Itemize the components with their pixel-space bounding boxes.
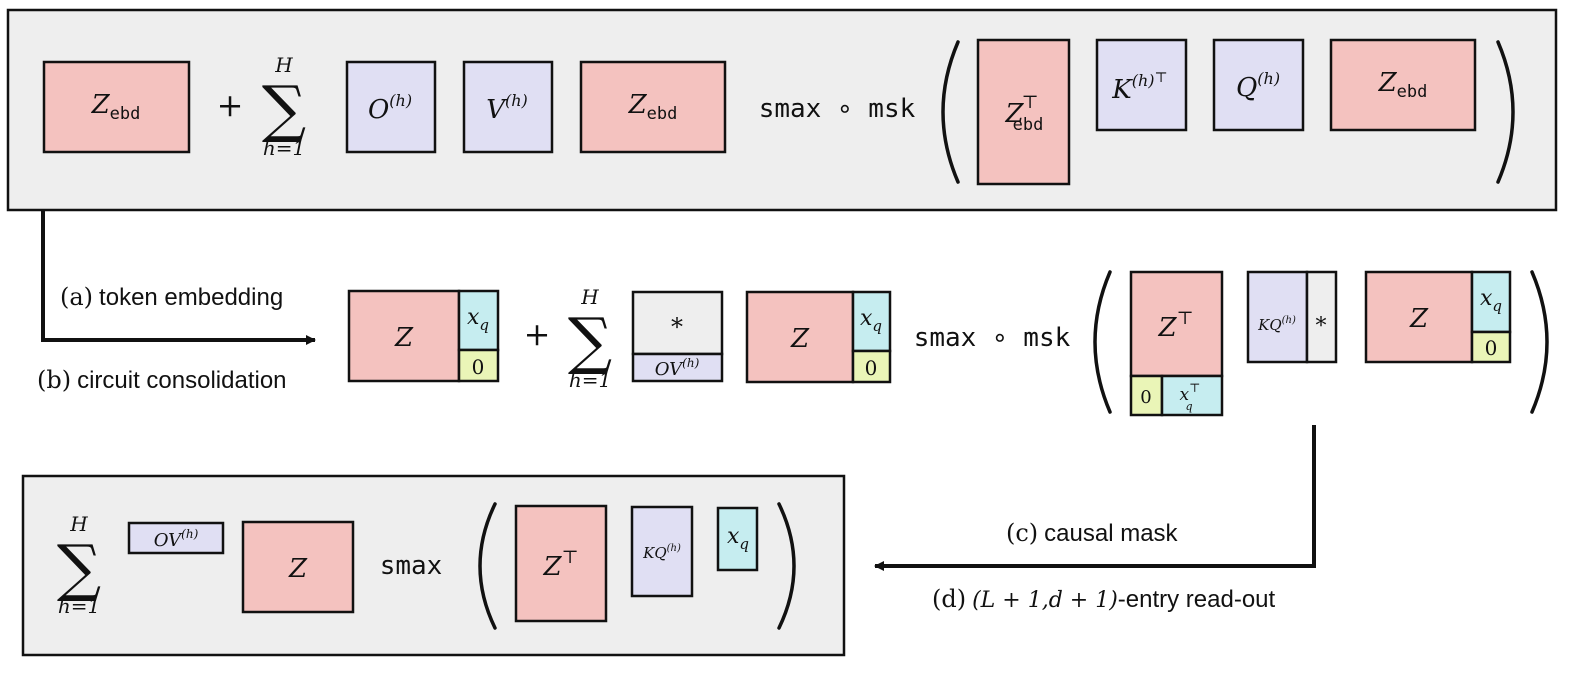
- arrow-ab: [41, 210, 316, 345]
- kq-h-block: KQ(h) *: [1246, 270, 1338, 364]
- svg-text:KQ(h): KQ(h): [1257, 315, 1296, 334]
- smax-msk-operator-top: smax ∘ msk: [759, 94, 916, 124]
- z-transpose-block: Z⊤ 0 x⊤ q: [1129, 270, 1224, 417]
- svg-text:H: H: [580, 285, 599, 309]
- ov-h-block: * OV(h): [631, 290, 724, 383]
- svg-text:xq: xq: [727, 524, 749, 553]
- svg-text:Z: Z: [288, 554, 308, 584]
- svg-text:Z: Z: [394, 323, 414, 353]
- v-h-matrix: V(h): [462, 60, 554, 154]
- middle-equation: Z xq 0 + H ∑ h=1 * OV(h) Z xq 0 smax ∘ m…: [347, 270, 1549, 417]
- svg-text:Z⊤: Z⊤: [1157, 308, 1193, 343]
- svg-text:Z: Z: [1409, 304, 1429, 334]
- svg-text:K(h)⊤: K(h)⊤: [1111, 70, 1167, 105]
- z-ebd-transpose-matrix: Z⊤ ebd: [976, 38, 1071, 186]
- smax-operator-bottom: smax: [380, 551, 443, 581]
- z-ebd-matrix-3: Zebd: [1329, 38, 1477, 132]
- z-xq-block-3: Z xq 0: [1364, 270, 1512, 364]
- ov-h-block-bottom: OV(h): [127, 521, 225, 555]
- svg-text:Zebd: Zebd: [628, 90, 678, 124]
- sum-symbol-top: H ∑ h=1: [262, 53, 306, 160]
- z-matrix-bottom: Z: [241, 520, 355, 614]
- plus-sign-middle: +: [524, 315, 551, 353]
- svg-text:∑: ∑: [262, 72, 306, 145]
- step-d-label: (d)(L + 1,d + 1)-entry read-out: [932, 585, 1276, 613]
- plus-sign: +: [217, 86, 244, 124]
- svg-text:x⊤: x⊤: [1180, 381, 1201, 405]
- k-h-transpose-matrix: K(h)⊤: [1095, 38, 1188, 132]
- svg-text:q: q: [1185, 400, 1192, 413]
- left-paren-middle: [1093, 270, 1112, 414]
- svg-text:Z: Z: [790, 324, 810, 354]
- svg-text:ebd: ebd: [1013, 115, 1044, 135]
- svg-text:xq: xq: [1480, 286, 1502, 315]
- kq-h-block-bottom: KQ(h): [630, 505, 694, 598]
- svg-text:h=1: h=1: [569, 368, 611, 392]
- svg-text:Zebd: Zebd: [91, 90, 141, 124]
- z-ebd-matrix-1: Zebd: [42, 60, 191, 154]
- arrow-cd: [874, 425, 1316, 571]
- svg-text:Q(h): Q(h): [1236, 69, 1280, 103]
- o-h-matrix: O(h): [345, 60, 437, 154]
- svg-text:Z⊤: Z⊤: [542, 547, 578, 582]
- svg-text:O(h): O(h): [368, 91, 412, 125]
- smax-msk-operator-middle: smax ∘ msk: [914, 323, 1071, 353]
- left-paren-bottom: [478, 502, 497, 630]
- svg-text:H: H: [69, 512, 88, 536]
- right-paren-bottom: [777, 502, 796, 630]
- sum-symbol-bottom: H ∑ h=1: [57, 512, 101, 618]
- step-a-label: (a)token embedding: [60, 283, 283, 311]
- z-xq-block-2: Z xq 0: [745, 290, 892, 384]
- svg-text:*: *: [671, 313, 683, 341]
- sum-symbol-middle: H ∑ h=1: [568, 285, 612, 392]
- z-transpose-matrix-bottom: Z⊤: [514, 504, 608, 623]
- right-paren-middle: [1530, 270, 1549, 414]
- svg-text:h=1: h=1: [58, 594, 100, 618]
- svg-text:xq: xq: [860, 306, 882, 335]
- top-equation-panel: Zebd + H ∑ h=1 O(h) V(h) Zebd smax ∘ msk…: [6, 8, 1558, 212]
- svg-text:∑: ∑: [57, 531, 101, 604]
- right-paren-top: [1496, 40, 1515, 184]
- svg-text:0: 0: [472, 355, 485, 379]
- svg-text:KQ(h): KQ(h): [642, 543, 681, 562]
- svg-text:0: 0: [865, 356, 878, 380]
- svg-text:H: H: [274, 53, 293, 77]
- svg-text:V(h): V(h): [486, 91, 528, 125]
- svg-text:OV(h): OV(h): [655, 356, 700, 380]
- svg-text:Z⊤: Z⊤: [1004, 92, 1038, 129]
- svg-text:h=1: h=1: [263, 136, 305, 160]
- step-c-label: (c)causal mask: [1006, 519, 1179, 547]
- svg-text:0: 0: [1485, 336, 1498, 360]
- bottom-equation-panel: H ∑ h=1 OV(h) Z smax Z⊤ KQ(h) xq: [21, 474, 846, 657]
- svg-text:*: *: [1316, 314, 1327, 339]
- z-ebd-matrix-2: Zebd: [579, 60, 727, 154]
- svg-text:xq: xq: [467, 305, 489, 334]
- svg-text:Zebd: Zebd: [1378, 68, 1428, 102]
- z-xq-block-1: Z xq 0: [347, 289, 500, 383]
- q-h-matrix: Q(h): [1212, 38, 1305, 132]
- svg-text:OV(h): OV(h): [154, 527, 199, 551]
- step-b-label: (b)circuit consolidation: [37, 366, 287, 394]
- left-paren-top: [941, 40, 960, 184]
- xq-block-bottom: xq: [716, 506, 759, 572]
- svg-text:∑: ∑: [568, 304, 612, 377]
- svg-text:0: 0: [1140, 387, 1151, 408]
